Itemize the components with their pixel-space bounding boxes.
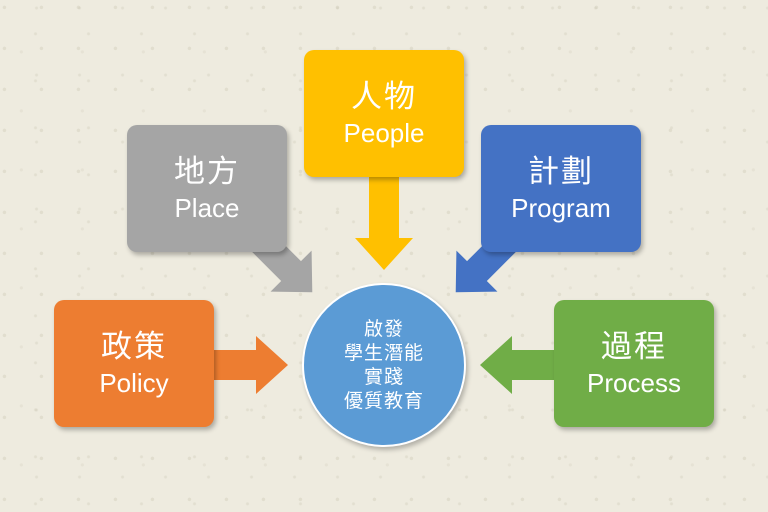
center-line-2: 學生潛能 xyxy=(343,342,424,364)
node-policy: 政策 Policy xyxy=(54,300,214,427)
node-policy-en: Policy xyxy=(99,367,169,398)
node-policy-zh: 政策 xyxy=(101,328,167,365)
node-place-en: Place xyxy=(174,192,240,223)
node-people-en: People xyxy=(343,117,425,148)
center-line-3: 實踐 xyxy=(363,366,404,388)
node-people: 人物 People xyxy=(304,50,464,177)
center-line-1: 啟發 xyxy=(363,318,404,340)
node-place-zh: 地方 xyxy=(174,153,240,190)
arrow-people-to-center xyxy=(355,177,413,270)
node-people-zh: 人物 xyxy=(351,78,417,115)
arrow-policy-to-center xyxy=(214,336,288,394)
node-process: 過程 Process xyxy=(554,300,714,427)
node-program-zh: 計劃 xyxy=(528,153,594,190)
node-process-en: Process xyxy=(587,367,681,398)
node-program-en: Program xyxy=(511,192,611,223)
node-place: 地方 Place xyxy=(127,125,287,252)
arrow-process-to-center xyxy=(480,336,554,394)
center-hub-text: 啟發 學生潛能 實踐 優質教育 xyxy=(344,317,424,413)
node-program: 計劃 Program xyxy=(481,125,641,252)
center-hub: 啟發 學生潛能 實踐 優質教育 xyxy=(302,283,466,447)
node-process-zh: 過程 xyxy=(601,328,667,365)
center-line-4: 優質教育 xyxy=(343,390,424,412)
